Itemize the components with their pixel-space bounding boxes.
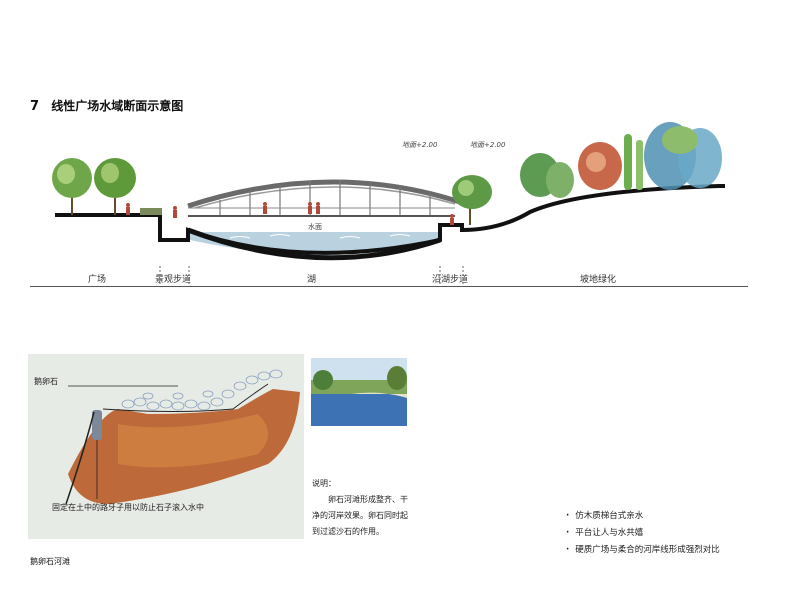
diagram-title: 7 线性广场水域断面示意图 (30, 97, 183, 114)
inset-label-curb: 固定在土中的路牙子用以防止石子滚入水中 (52, 503, 204, 512)
soil-highlight (118, 414, 268, 468)
curb-stone (92, 410, 102, 440)
zone-label-slope-greening: 坡地绿化 (580, 275, 617, 285)
zone-label-plaza: 广场 (88, 275, 107, 285)
reference-photo-image (311, 358, 407, 426)
people-figures (126, 202, 454, 225)
slope-vegetation (520, 122, 722, 198)
bank-tree (452, 175, 492, 225)
bridge-arch (187, 179, 461, 209)
elevation-mark-2: 地面+2.00 (470, 141, 506, 149)
lake-bed (187, 227, 441, 261)
pebble-beach-drawing (65, 369, 300, 505)
zone-baseline (30, 286, 748, 287)
surface-line (65, 411, 95, 505)
description-block: 说明： 卵石河滩形成整齐、干净的河岸效果。卵石同时起到过滤沙石的作用。 (312, 476, 412, 540)
pebble-beach-detail (28, 354, 304, 539)
inset-caption: 鹅卵石河滩 (30, 557, 70, 566)
bullet-item: 平台让人与水共嬉 (566, 525, 720, 542)
water-ripples (229, 234, 411, 239)
zone-label-viewing-walk: 景观步道 (155, 275, 192, 285)
elevation-mark-1: 地面+2.00 (402, 141, 438, 149)
section-number: 7 (30, 99, 40, 114)
inset-label-pebbles: 鹅卵石 (34, 377, 58, 386)
bullet-item: 仿木质梯台式亲水 (566, 508, 720, 525)
pebbles (121, 369, 283, 411)
pebble-surface-line (102, 383, 269, 412)
elevation-mark-water: 水面 (308, 223, 322, 231)
left-trees (52, 158, 162, 215)
reference-photo (311, 358, 407, 426)
section-title: 线性广场水域断面示意图 (51, 99, 184, 113)
cross-section-diagram (52, 122, 725, 261)
bridge-arch-inner (194, 186, 456, 209)
description-heading: 说明： (312, 479, 336, 488)
zone-dividers (159, 266, 464, 286)
zone-label-lakeside-walk: 沿湖步道 (432, 275, 469, 285)
feature-bullets: 仿木质梯台式亲水 平台让人与水共嬉 硬质广场与柔合的河岸线形成强烈对比 (566, 508, 720, 559)
bullet-item: 硬质广场与柔合的河岸线形成强烈对比 (566, 542, 720, 559)
description-body: 卵石河滩形成整齐、干净的河岸效果。卵石同时起到过滤沙石的作用。 (312, 495, 408, 536)
zone-label-lake: 湖 (307, 275, 317, 285)
